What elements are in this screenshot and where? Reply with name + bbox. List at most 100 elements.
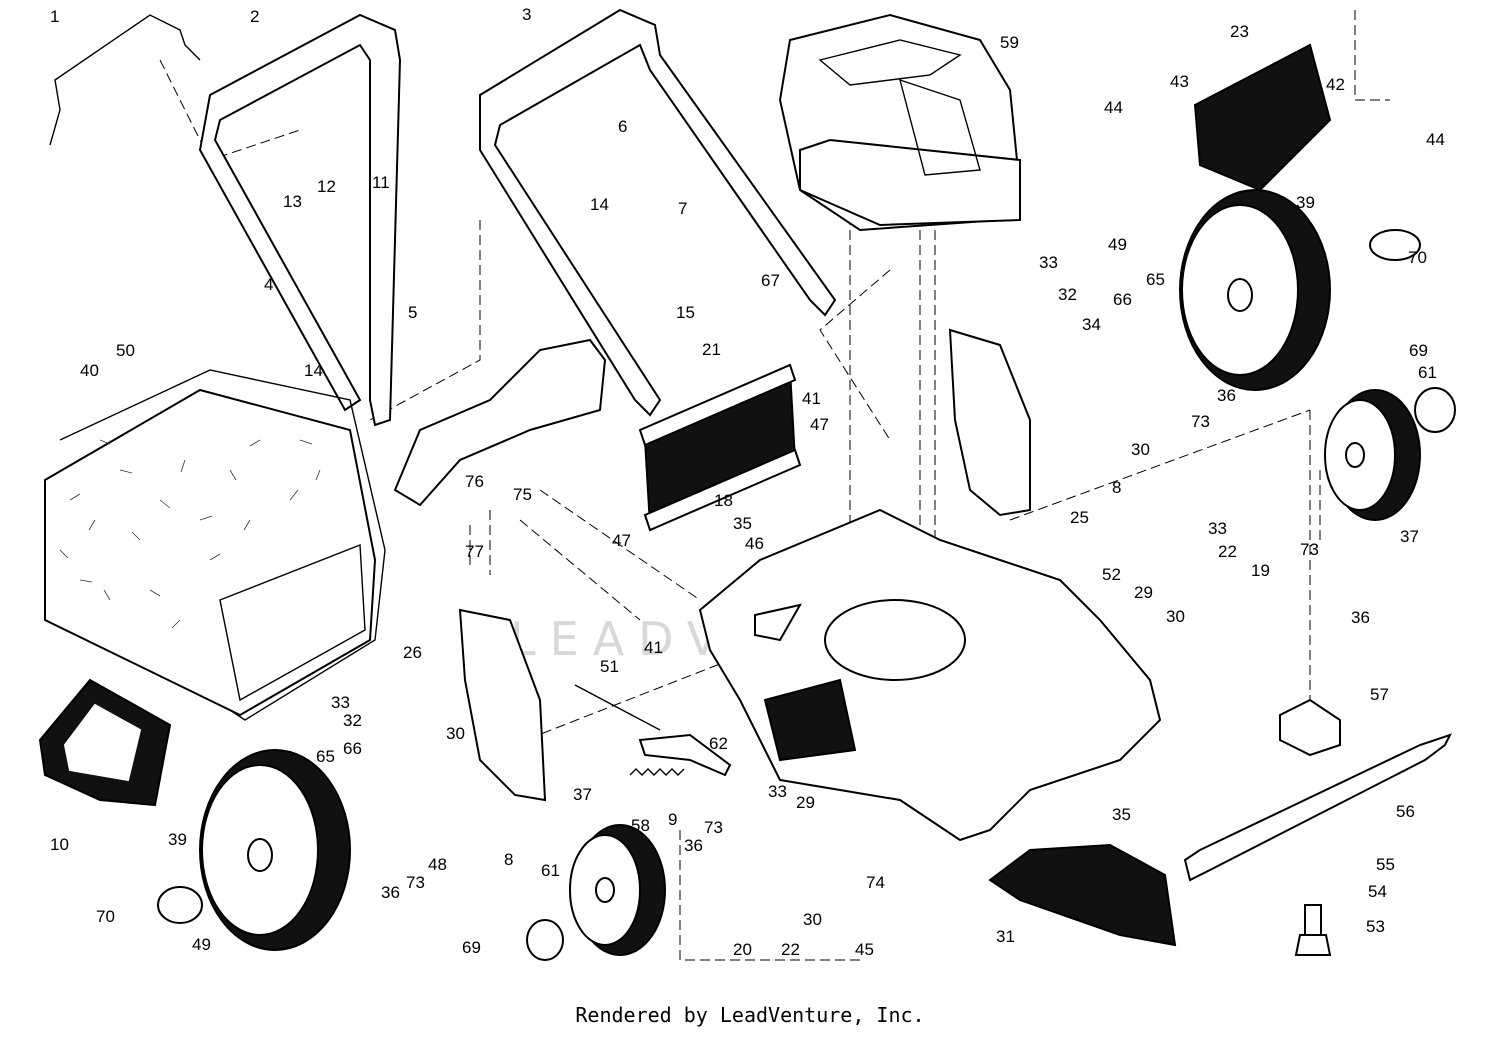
- callout-5: 5: [408, 303, 417, 322]
- torsion-rod: [638, 733, 732, 777]
- callout-51: 51: [600, 657, 619, 676]
- callout-29a: 29: [1134, 583, 1153, 602]
- callout-37b: 37: [573, 785, 592, 804]
- callout-45: 45: [855, 940, 874, 959]
- callout-21: 21: [702, 340, 721, 359]
- callout-30a: 30: [1131, 440, 1150, 459]
- callout-56: 56: [1396, 802, 1415, 821]
- callout-55: 55: [1376, 855, 1395, 874]
- callout-4: 4: [264, 275, 273, 294]
- hubcap-front-right: [1414, 387, 1456, 433]
- callout-1: 1: [50, 7, 59, 26]
- callout-41a: 41: [802, 389, 821, 408]
- callout-42: 42: [1326, 75, 1345, 94]
- callout-14b: 14: [304, 361, 323, 380]
- callout-66a: 66: [1113, 290, 1132, 309]
- callout-13: 13: [283, 192, 302, 211]
- mulch-plug-flap: [1193, 43, 1332, 192]
- mower-deck: [698, 508, 1162, 842]
- callout-70b: 70: [96, 907, 115, 926]
- callout-7: 7: [678, 199, 687, 218]
- callout-65b: 65: [316, 747, 335, 766]
- callout-8b: 8: [504, 850, 513, 869]
- callout-69b: 69: [462, 938, 481, 957]
- rear-height-adjuster-right: [948, 328, 1031, 517]
- callout-35b: 35: [1112, 805, 1131, 824]
- callout-31: 31: [996, 927, 1015, 946]
- callout-73a: 73: [1191, 412, 1210, 431]
- callout-32b: 32: [343, 711, 362, 730]
- callout-18: 18: [714, 491, 733, 510]
- upper-handle: [198, 13, 402, 427]
- callout-26: 26: [403, 643, 422, 662]
- grass-catcher: [44, 369, 386, 721]
- callout-14a: 14: [590, 195, 609, 214]
- callout-33a: 33: [1039, 253, 1058, 272]
- callout-74: 74: [866, 873, 885, 892]
- hubcap-rear-right: [1369, 229, 1421, 261]
- callout-33b: 33: [1208, 519, 1227, 538]
- hubcap-rear-left: [157, 886, 203, 924]
- deflector-window: [63, 703, 142, 782]
- callout-labels: 1 2 3 4 5 6 7 8 8 9 10 11 12 13 14 14 15…: [50, 5, 1445, 959]
- callout-39b: 39: [168, 830, 187, 849]
- callout-22b: 22: [781, 940, 800, 959]
- callout-36b: 36: [1351, 608, 1370, 627]
- rear-height-adjuster-left: [458, 608, 547, 802]
- callout-48: 48: [428, 855, 447, 874]
- callout-12: 12: [317, 177, 336, 196]
- callout-65a: 65: [1146, 270, 1165, 289]
- callout-36c: 36: [684, 836, 703, 855]
- engine: [778, 13, 1022, 232]
- callout-8a: 8: [1112, 478, 1121, 497]
- callout-49a: 49: [1108, 235, 1127, 254]
- callout-59: 59: [1000, 33, 1019, 52]
- callout-30d: 30: [803, 910, 822, 929]
- callout-3: 3: [522, 5, 531, 24]
- callout-19: 19: [1251, 561, 1270, 580]
- callout-36a: 36: [1217, 386, 1236, 405]
- callout-49b: 49: [192, 935, 211, 954]
- callout-20: 20: [733, 940, 752, 959]
- rear-wheel-right: [1179, 189, 1331, 391]
- callout-61a: 61: [1418, 363, 1437, 382]
- rear-baffle: [393, 338, 607, 507]
- callout-40: 40: [80, 361, 99, 380]
- callout-39a: 39: [1296, 193, 1315, 212]
- callout-47a: 47: [810, 415, 829, 434]
- callout-2: 2: [250, 7, 259, 26]
- callout-36d: 36: [381, 883, 400, 902]
- callout-33c: 33: [331, 693, 350, 712]
- render-credit: Rendered by LeadVenture, Inc.: [575, 1003, 925, 1027]
- callout-9: 9: [668, 810, 677, 829]
- callout-10: 10: [50, 835, 69, 854]
- callout-37a: 37: [1400, 527, 1419, 546]
- callout-50: 50: [116, 341, 135, 360]
- callout-52: 52: [1102, 565, 1121, 584]
- callout-73d: 73: [406, 873, 425, 892]
- callout-33d: 33: [768, 782, 787, 801]
- blade: [1183, 733, 1452, 882]
- front-wheel-right: [1324, 389, 1421, 521]
- callout-34: 34: [1082, 315, 1101, 334]
- callout-77: 77: [465, 542, 484, 561]
- callout-25: 25: [1070, 508, 1089, 527]
- callout-32a: 32: [1058, 285, 1077, 304]
- callout-6: 6: [618, 117, 627, 136]
- callout-75: 75: [513, 485, 532, 504]
- callout-41b: 41: [644, 638, 663, 657]
- callout-15: 15: [676, 303, 695, 322]
- rear-flap: [638, 363, 802, 532]
- callout-23: 23: [1230, 22, 1249, 41]
- callout-29b: 29: [796, 793, 815, 812]
- callout-54: 54: [1368, 882, 1387, 901]
- callout-67: 67: [761, 271, 780, 290]
- callout-35a: 35: [733, 514, 752, 533]
- callout-76: 76: [465, 472, 484, 491]
- lower-handle: [479, 8, 837, 417]
- callout-58: 58: [631, 816, 650, 835]
- blade-adapter: [1279, 698, 1341, 757]
- callout-53: 53: [1366, 917, 1385, 936]
- callout-30b: 30: [1166, 607, 1185, 626]
